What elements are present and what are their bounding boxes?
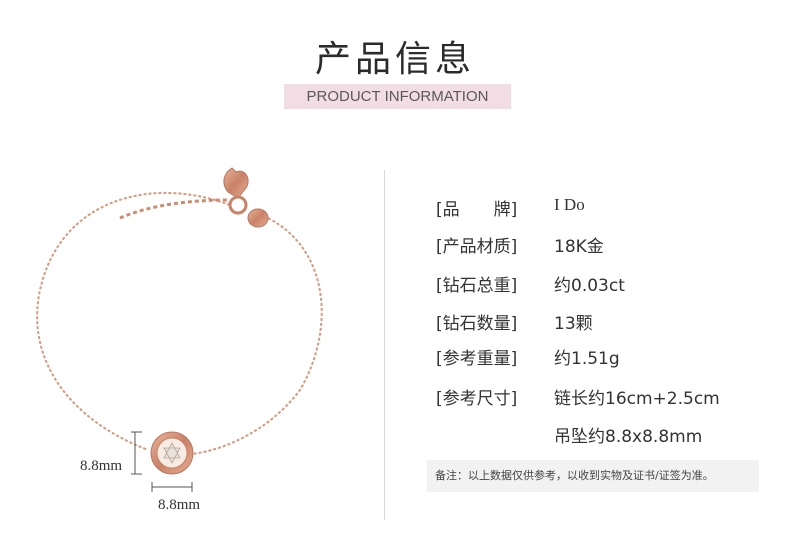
height-dimension-label: 8.8mm <box>80 458 123 474</box>
spec-label: [钻石总重] <box>436 276 518 296</box>
spec-label: [产品材质] <box>436 237 518 257</box>
spec-value: 链长约16cm+2.5cm <box>554 389 720 409</box>
spec-row-brand: [品 牌] I Do <box>436 195 585 220</box>
width-dimension-label: 8.8mm <box>158 497 201 513</box>
spec-row-size: [参考尺寸] 链长约16cm+2.5cm <box>436 384 720 409</box>
spec-value: 吊坠约8.8x8.8mm <box>554 427 703 447</box>
note-text: 备注：以上数据仅供参考，以收到实物及证书/证签为准。 <box>435 469 714 482</box>
spring-ring <box>228 195 248 215</box>
star-of-diamonds <box>163 442 181 464</box>
spec-value: 约1.51g <box>554 349 620 369</box>
spec-label: [钻石数量] <box>436 314 518 334</box>
spec-label: [参考重量] <box>436 349 518 369</box>
spec-row-weight: [参考重量] 约1.51g <box>436 344 620 369</box>
clasp <box>247 208 269 228</box>
page-title: 产品信息 <box>314 39 475 80</box>
spec-label: [参考尺寸] <box>436 389 518 409</box>
subtitle-banner: PRODUCT INFORMATION <box>284 84 511 109</box>
chain-right <box>191 217 323 455</box>
spec-value: I Do <box>554 195 585 214</box>
spec-row-diamond-weight: [钻石总重] 约0.03ct <box>436 271 625 296</box>
spec-label: [品 牌] <box>436 200 518 220</box>
spec-row-material: [产品材质] 18K金 <box>436 232 604 257</box>
spec-value: 13颗 <box>554 314 593 334</box>
spec-value: 18K金 <box>554 237 604 257</box>
bracelet-image <box>36 167 323 492</box>
subtitle-text: PRODUCT INFORMATION <box>306 88 489 105</box>
divider <box>384 170 385 520</box>
note-banner: 备注：以上数据仅供参考，以收到实物及证书/证签为准。 <box>427 460 759 492</box>
extension-chain <box>119 198 229 220</box>
spec-value: 约0.03ct <box>554 276 625 296</box>
heart-tag <box>223 167 249 199</box>
chain <box>36 192 231 451</box>
spec-row-diamond-count: [钻石数量] 13颗 <box>436 309 593 334</box>
